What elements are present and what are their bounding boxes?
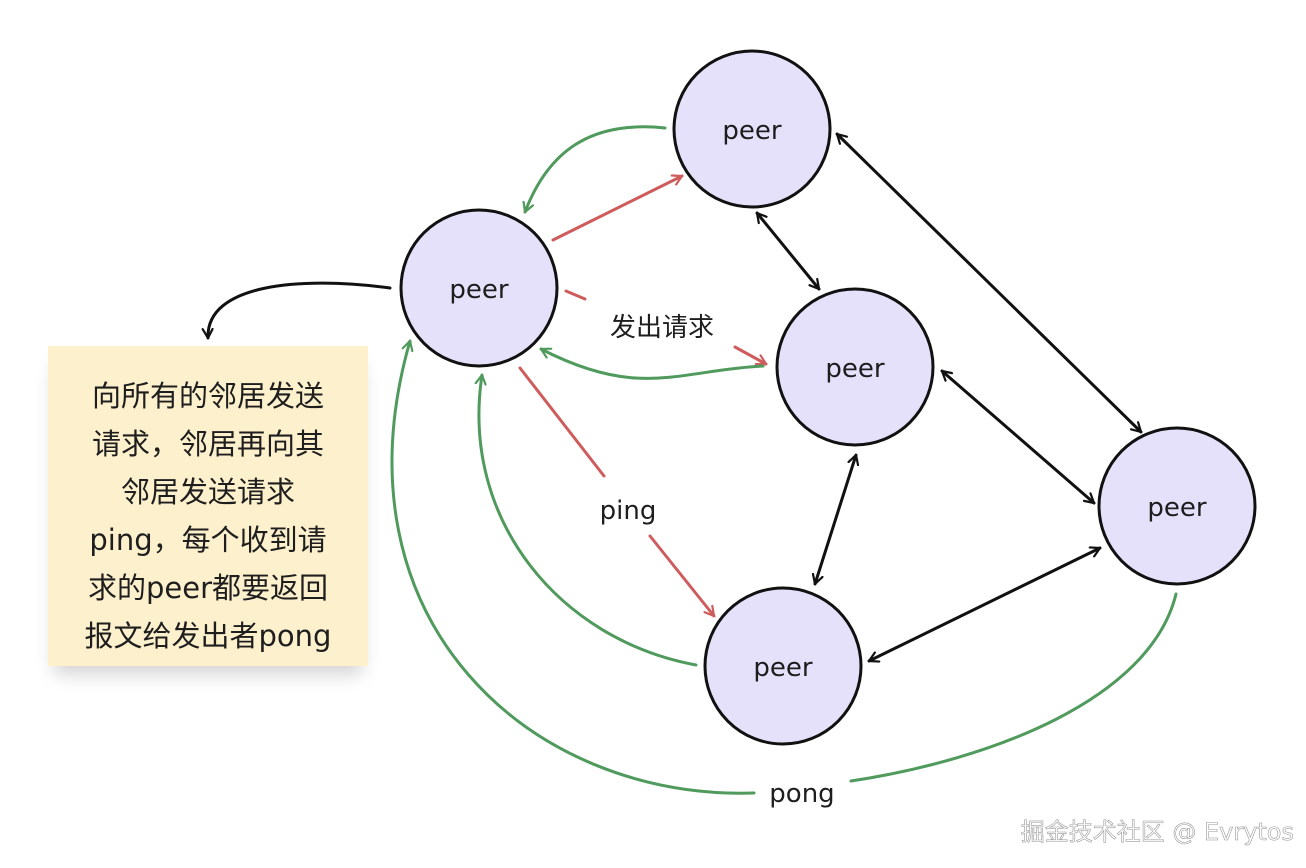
- peer-links: [208, 132, 1143, 661]
- request-arrow-middle-start: [564, 289, 587, 301]
- note-line: 报文给发出者pong: [84, 619, 332, 653]
- peer-node-top-label: peer: [722, 116, 781, 146]
- request-arrow-top: [551, 176, 684, 242]
- peer-node-bottom-label: peer: [753, 653, 812, 683]
- link-top-middle: [755, 211, 821, 291]
- response-arrow-right-b: [390, 339, 756, 795]
- request-arrow-bottom-start: [518, 366, 606, 478]
- request-arrow-middle: [733, 345, 768, 366]
- peer-node-bottom: peer: [703, 586, 863, 746]
- peer-node-middle-label: peer: [825, 354, 884, 384]
- link-bottom-right: [867, 548, 1102, 661]
- watermark: 掘金技术社区 @ Evrytos: [1020, 818, 1294, 847]
- peer-node-right-label: peer: [1147, 493, 1206, 523]
- request-arrow-bottom: [648, 534, 716, 618]
- peer-node-right: peer: [1097, 426, 1257, 586]
- note-line: ping，每个收到请: [89, 523, 327, 557]
- label-request: 发出请求: [610, 313, 714, 343]
- note-line: 请求，邻居再向其: [91, 427, 324, 461]
- note-line: 求的peer都要返回: [87, 571, 328, 605]
- link-middle-right: [940, 369, 1096, 505]
- peer-node-left-label: peer: [449, 275, 508, 305]
- link-middle-bottom: [815, 453, 856, 586]
- note-line: 向所有的邻居发送: [91, 379, 324, 413]
- request-arrows: [518, 176, 768, 618]
- arrow-to-note: [208, 281, 392, 340]
- peer-node-top: peer: [672, 49, 832, 209]
- response-arrow-middle: [539, 347, 765, 380]
- response-arrow-bottom: [479, 373, 698, 667]
- label-ping: ping: [600, 496, 657, 526]
- label-pong: pong: [769, 779, 834, 809]
- peer-node-middle: peer: [775, 287, 935, 447]
- note-line: 邻居发送请求: [120, 475, 295, 509]
- peer-node-left: peer: [399, 208, 559, 368]
- response-arrows: [390, 125, 1178, 795]
- response-arrow-top: [525, 125, 667, 214]
- explanation-note: 向所有的邻居发送 请求，邻居再向其 邻居发送请求 ping，每个收到请 求的pe…: [48, 346, 368, 666]
- response-arrow-right-a: [849, 592, 1178, 783]
